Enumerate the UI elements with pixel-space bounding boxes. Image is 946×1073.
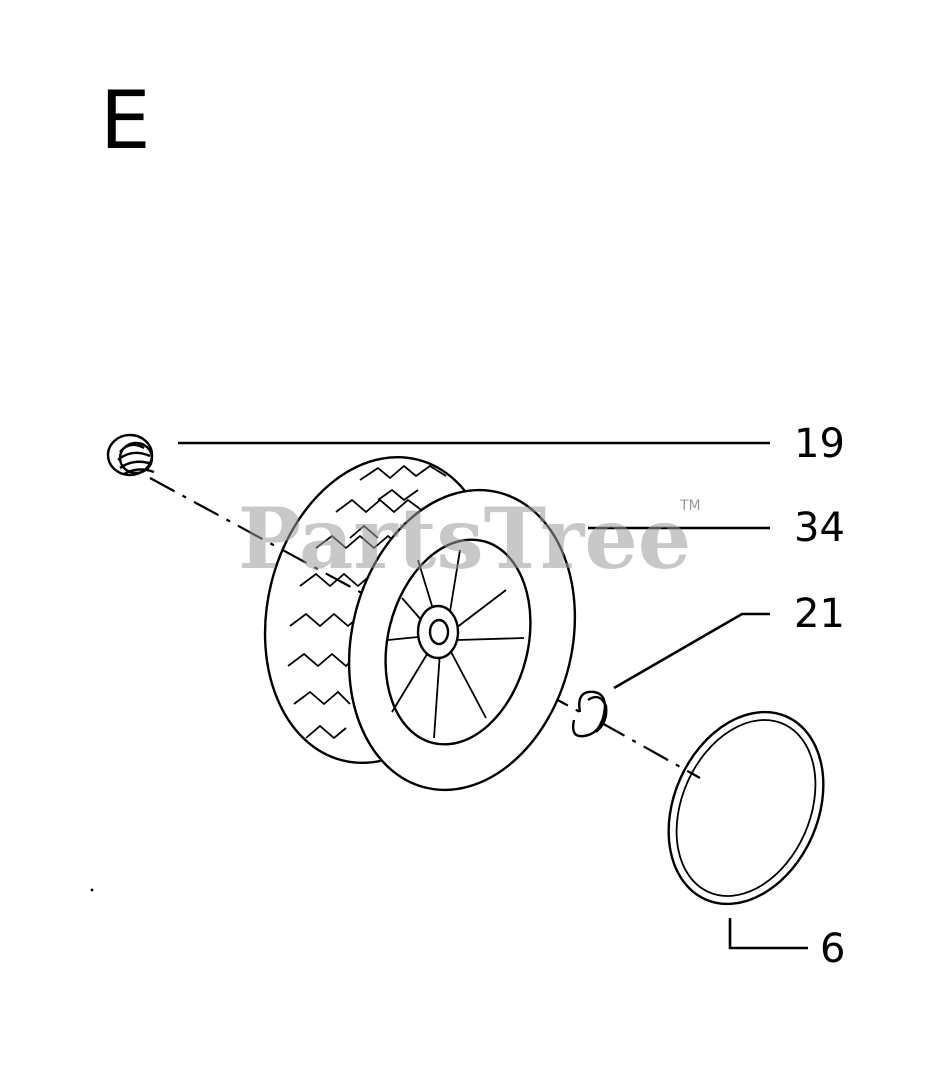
section-letter: E xyxy=(100,74,151,167)
callout-21: 21 xyxy=(794,591,845,637)
leader-21 xyxy=(613,612,770,690)
callout-6: 6 xyxy=(820,926,845,972)
callout-34: 34 xyxy=(794,505,845,551)
speck xyxy=(90,888,94,892)
watermark: PartsTree xyxy=(238,489,691,588)
watermark-trademark: TM xyxy=(679,498,701,514)
wheel-part xyxy=(263,455,577,792)
callout-19: 19 xyxy=(794,421,845,467)
leader-lines xyxy=(178,441,808,950)
leader-6 xyxy=(728,918,808,950)
cap-nut-part xyxy=(106,433,155,477)
retaining-clip-part xyxy=(571,690,608,738)
hubcap-part xyxy=(667,710,825,906)
